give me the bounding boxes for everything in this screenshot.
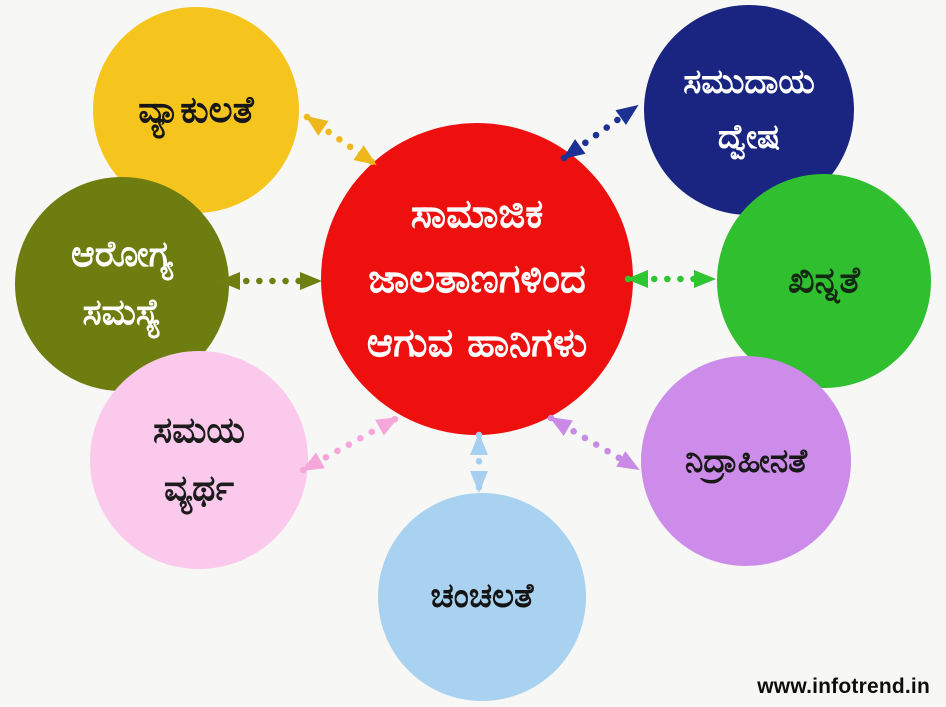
- center-node-circle: [321, 123, 633, 435]
- arrow-samudaya-dvesha: [560, 102, 641, 162]
- node-nidrahinate-circle: [641, 356, 851, 566]
- arrow-nidrahinate: [547, 414, 642, 473]
- node-samaya-vyartha-circle: [90, 351, 308, 569]
- node-khinnate-circle: [717, 174, 931, 388]
- arrow-samaya-vyartha: [299, 414, 401, 474]
- node-arogya-samasye-circle: [15, 177, 229, 391]
- node-chanchalate-circle: [378, 493, 586, 701]
- node-samudaya-dvesha-circle: [644, 5, 854, 215]
- watermark-text: www.infotrend.in: [757, 675, 930, 698]
- node-vyakulate-circle: [93, 7, 299, 213]
- arrow-vyakulate: [303, 113, 379, 168]
